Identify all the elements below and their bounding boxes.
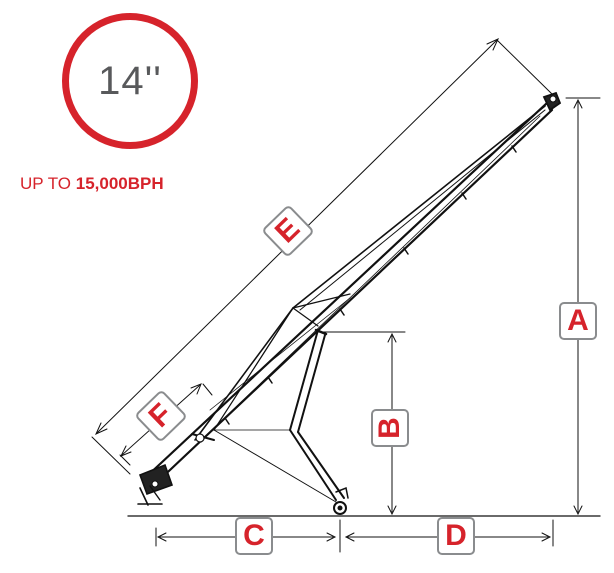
auger-size-badge: 14'' bbox=[62, 13, 198, 149]
capacity-value: 15,000BPH bbox=[75, 174, 164, 193]
capacity-prefix: UP TO bbox=[20, 174, 76, 193]
dimension-c-text: C bbox=[243, 519, 265, 552]
dimension-c-label: C bbox=[235, 517, 273, 555]
dimension-f-text: F bbox=[142, 397, 179, 434]
undercarriage-frame bbox=[213, 328, 349, 515]
dimension-b-label: B bbox=[371, 409, 409, 447]
auger-size-text: 14'' bbox=[98, 58, 162, 103]
dimension-a-text: A bbox=[567, 304, 589, 337]
capacity-label: UP TO 15,000BPH bbox=[20, 174, 164, 194]
dimension-d-label: D bbox=[437, 517, 475, 555]
discharge-head bbox=[542, 91, 562, 112]
intake-hopper bbox=[137, 433, 215, 506]
auger-tube bbox=[143, 100, 554, 488]
truss-cables bbox=[194, 105, 546, 441]
dimension-b-text: B bbox=[372, 417, 406, 439]
dimension-d-text: D bbox=[445, 519, 467, 552]
dimension-a-label: A bbox=[559, 302, 597, 340]
dimension-e-text: E bbox=[268, 211, 307, 250]
